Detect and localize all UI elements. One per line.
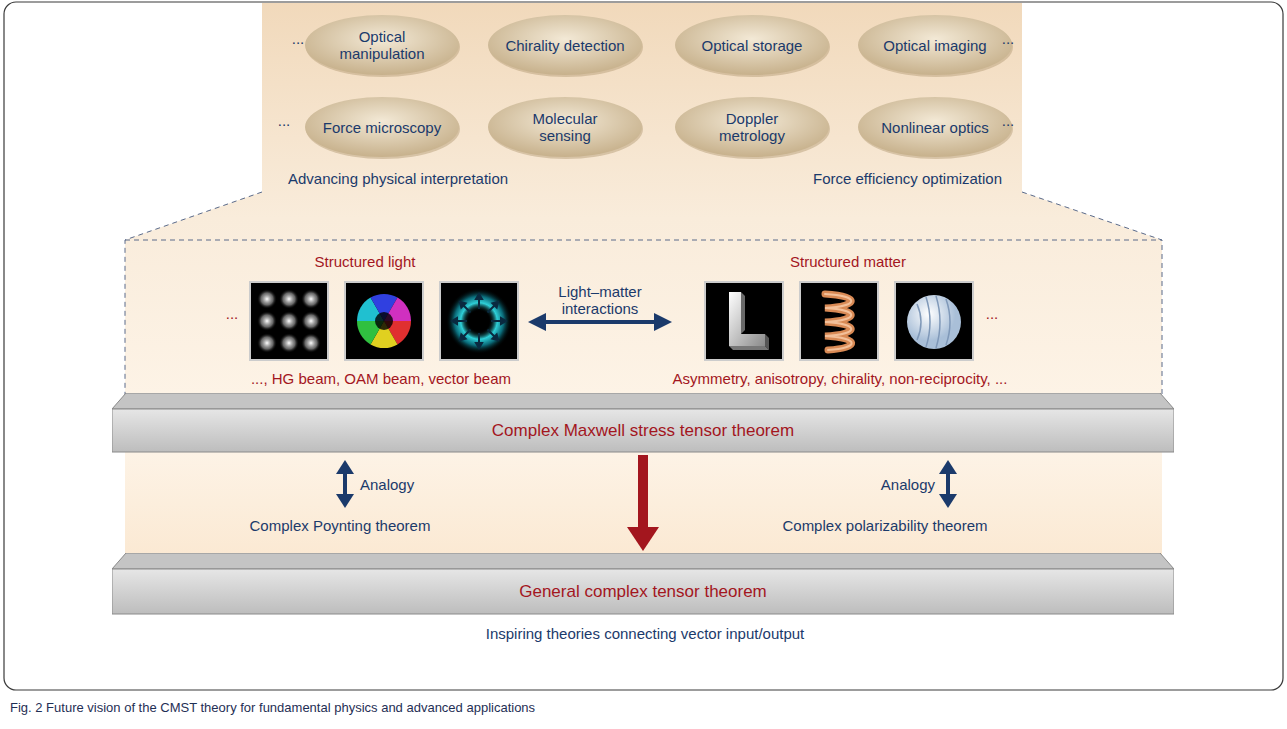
text-label: Analogy (881, 476, 935, 493)
text-label: Light–matter interactions (545, 283, 655, 317)
node-text: Complex Maxwell stress tensor theorem (492, 421, 794, 441)
theorem-slab: General complex tensor theorem (112, 553, 1174, 615)
application-ellipse: Optical imaging (855, 12, 1015, 78)
derivation-arrow (627, 455, 659, 551)
text-label: ... (1002, 30, 1015, 47)
figure-caption: Fig. 2 Future vision of the CMST theory … (10, 699, 535, 716)
application-ellipse: Molecular sensing (485, 94, 645, 160)
text-label: ... (226, 305, 239, 322)
application-ellipse: Force microscopy (302, 94, 462, 160)
application-ellipse: Nonlinear optics (855, 94, 1015, 160)
theorem-slab: Complex Maxwell stress tensor theorem (112, 393, 1174, 453)
node-text: Optical storage (692, 37, 812, 54)
node-text: General complex tensor theorem (519, 582, 767, 602)
application-ellipse: Doppler metrology (672, 94, 832, 160)
node-text: Optical manipulation (322, 28, 442, 62)
text-label: ... (986, 305, 999, 322)
text-label: Analogy (360, 476, 414, 493)
application-ellipse: Optical storage (672, 12, 832, 78)
text-label: Structured light (315, 253, 416, 270)
text-label: Asymmetry, anisotropy, chirality, non-re… (673, 370, 1008, 387)
text-label: Advancing physical interpretation (288, 170, 508, 187)
text-label: Complex polarizability theorem (782, 517, 987, 534)
node-text: Doppler metrology (692, 110, 812, 144)
node-text: Molecular sensing (505, 110, 625, 144)
text-label: ... (292, 30, 305, 47)
text-label: Inspiring theories connecting vector inp… (486, 625, 805, 642)
text-label: ..., HG beam, OAM beam, vector beam (251, 370, 511, 387)
text-label: ... (1002, 112, 1015, 129)
node-text: Chirality detection (505, 37, 625, 54)
text-label: Force efficiency optimization (813, 170, 1002, 187)
text-label: Structured matter (790, 253, 906, 270)
node-text: Nonlinear optics (875, 119, 995, 136)
application-ellipse: Optical manipulation (302, 12, 462, 78)
node-text: Optical imaging (875, 37, 995, 54)
node-text: Force microscopy (322, 119, 442, 136)
text-label: ... (278, 112, 291, 129)
application-ellipse: Chirality detection (485, 12, 645, 78)
text-label: Complex Poynting theorem (250, 517, 431, 534)
